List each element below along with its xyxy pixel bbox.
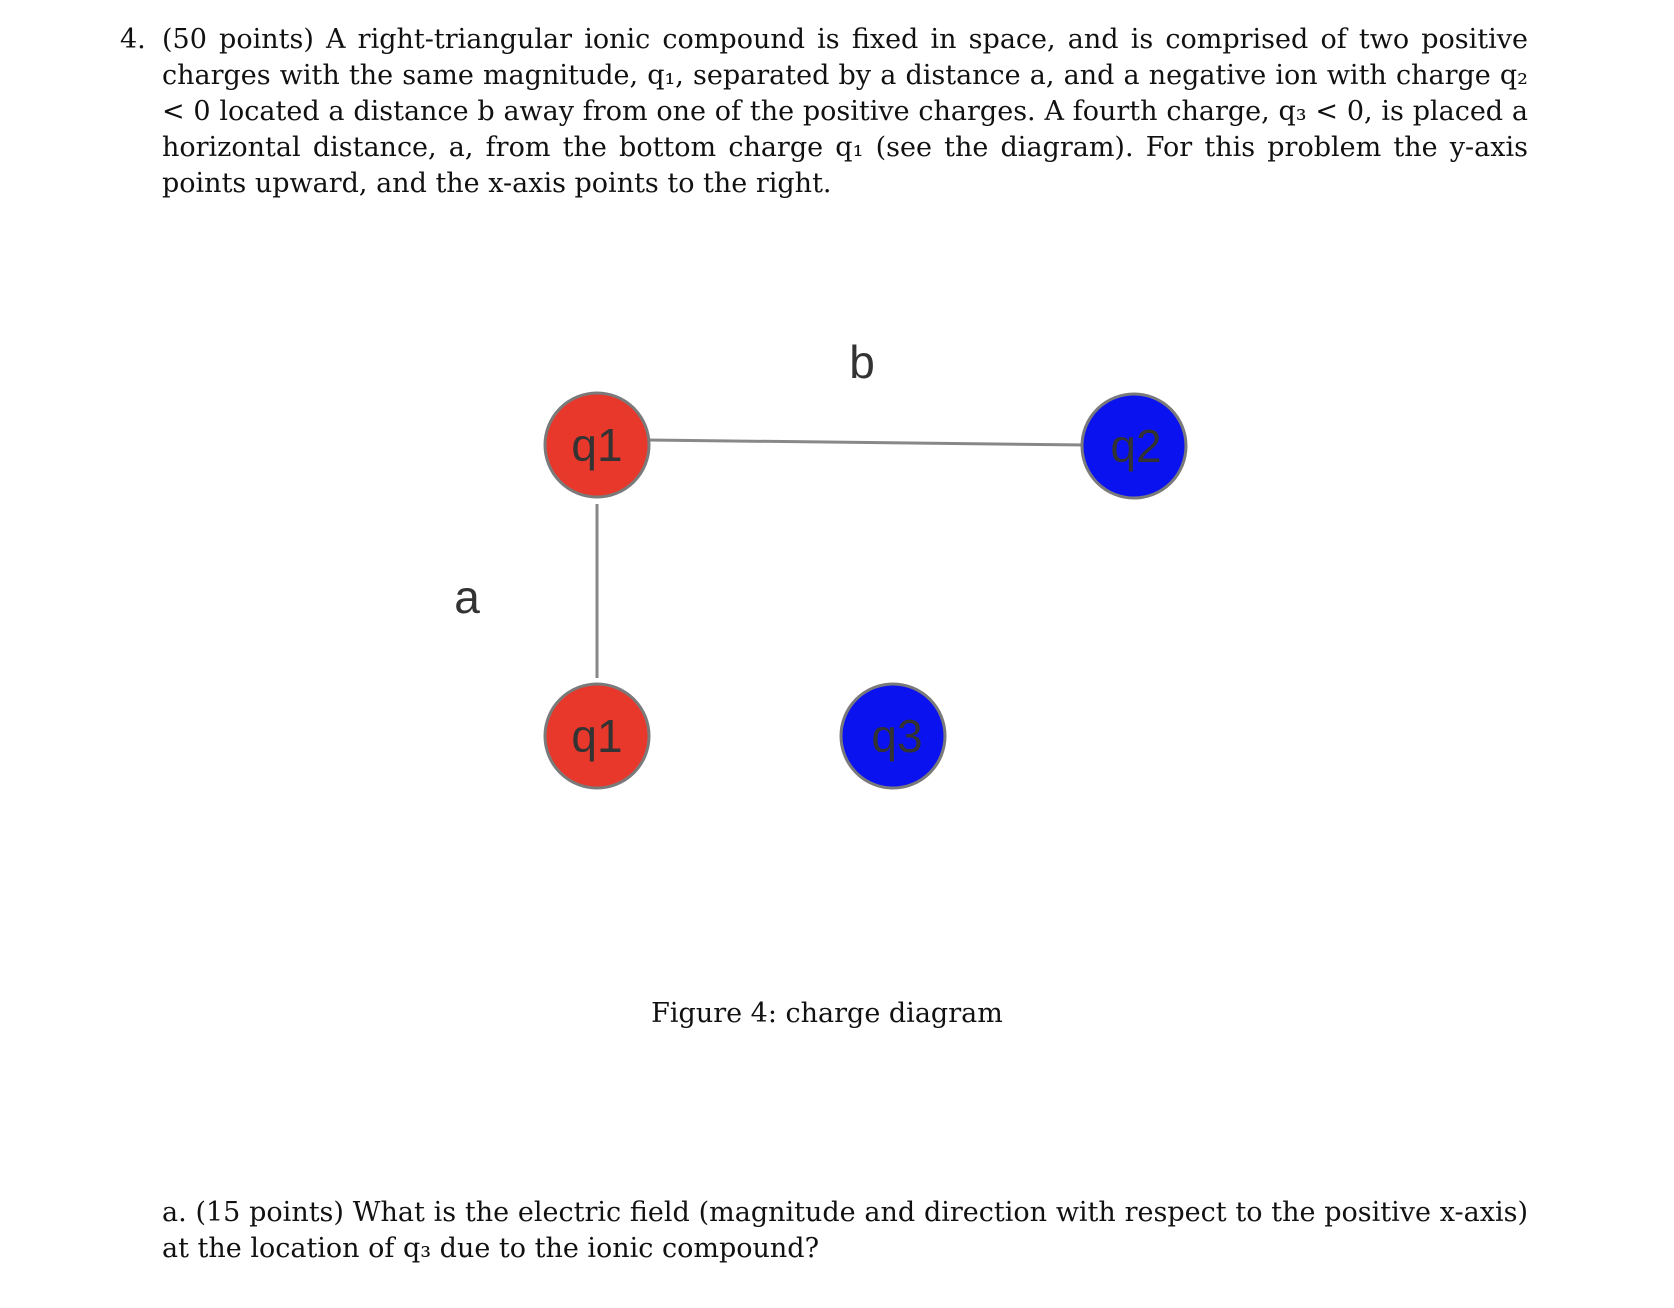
charge-q2-label: q2 [1110, 420, 1161, 472]
charge-q2: q2 [1080, 392, 1188, 500]
label-a: a [454, 571, 480, 623]
subquestion-a: a. (15 points) What is the electric fiel… [162, 1197, 1528, 1264]
charge-q3: q3 [839, 682, 947, 790]
problem-text: (50 points) A right-triangular ionic com… [162, 24, 1528, 199]
charge-q1-bottom: q1 [543, 682, 651, 790]
problem-number: 4. [120, 24, 146, 55]
charge-q1-bottom-label: q1 [571, 710, 622, 762]
figure-caption-text: Figure 4: charge diagram [651, 998, 1003, 1029]
figure-caption: Figure 4: charge diagram [0, 998, 1674, 1029]
bond-q1-q2 [647, 438, 1087, 447]
charge-q1-top-label: q1 [571, 419, 622, 471]
label-b: b [849, 336, 875, 388]
charge-q3-label: q3 [871, 710, 922, 762]
problem-statement: 4. (50 points) A right-triangular ionic … [120, 22, 1528, 202]
charge-q1-top: q1 [543, 391, 651, 499]
